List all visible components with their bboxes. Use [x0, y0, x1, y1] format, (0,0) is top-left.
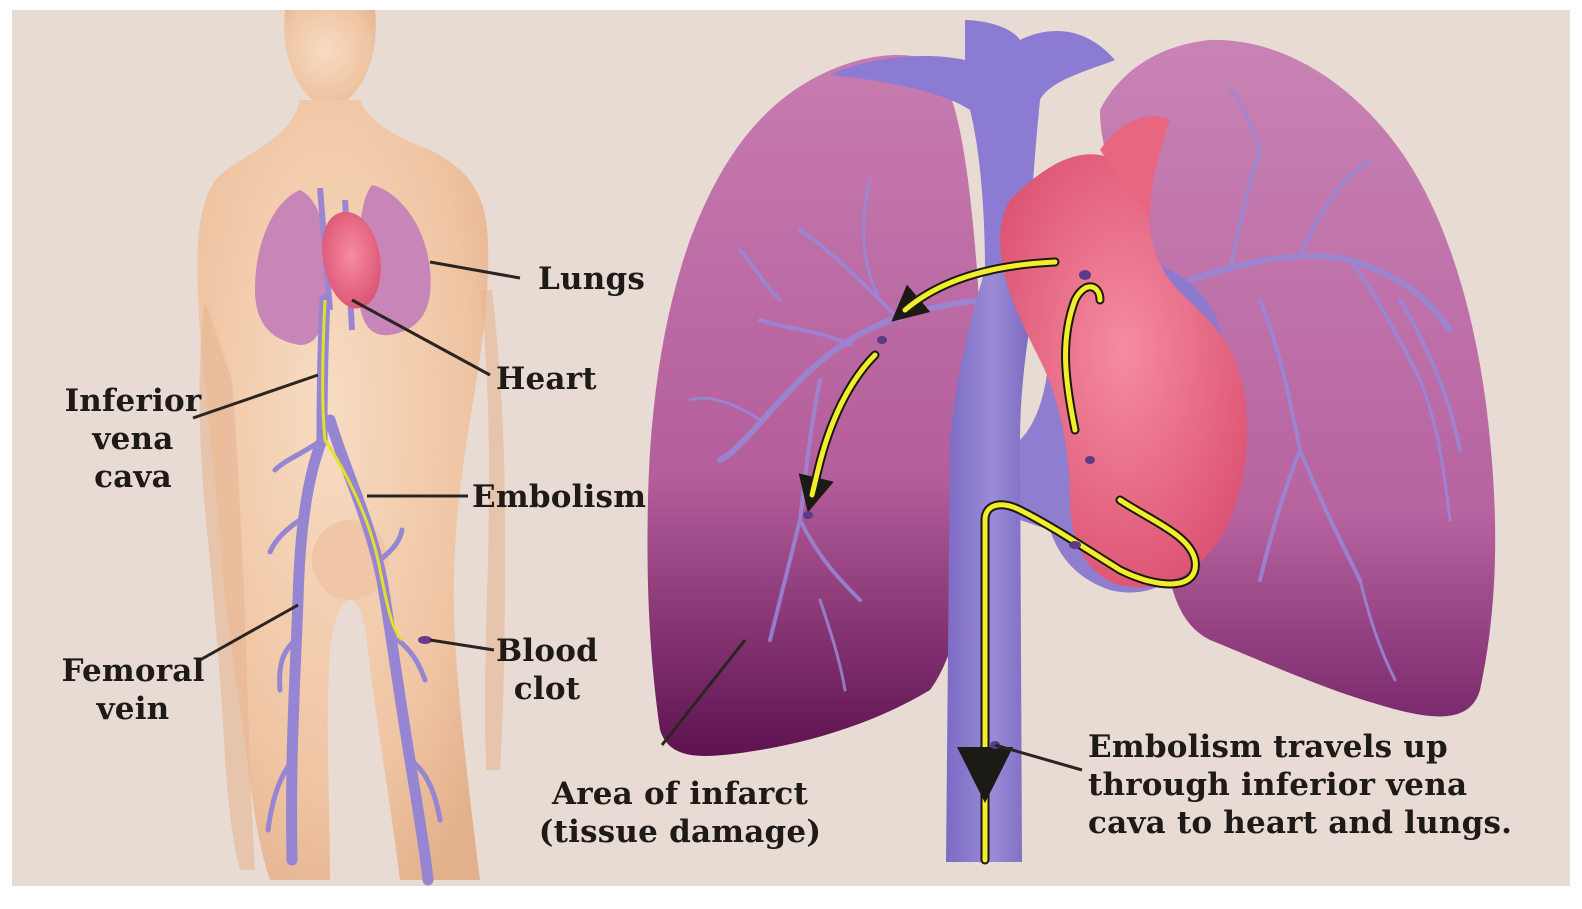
- label-lungs: Lungs: [538, 260, 645, 298]
- small-clot: [418, 636, 432, 644]
- label-embolism: Embolism: [472, 478, 646, 516]
- label-area-of-infarct: Area of infarct (tissue damage): [530, 775, 830, 851]
- label-blood-clot: Blood clot: [492, 632, 602, 708]
- label-embolism-travels: Embolism travels up through inferior ven…: [1088, 728, 1512, 842]
- label-inferior-vena-cava: Inferior vena cava: [50, 382, 216, 496]
- label-heart: Heart: [496, 360, 597, 398]
- label-femoral-vein: Femoral vein: [48, 652, 218, 728]
